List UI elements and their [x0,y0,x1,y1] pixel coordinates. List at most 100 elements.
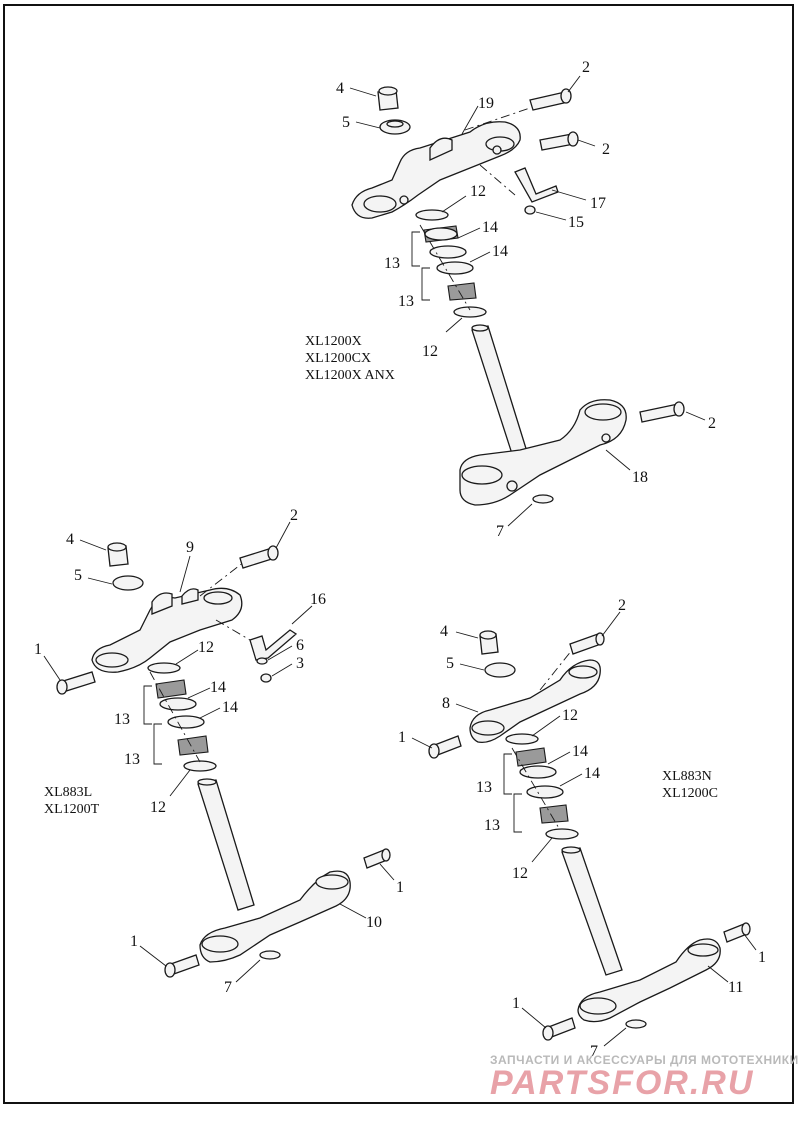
leader-4-left [79,539,107,551]
callout-1-right-lower: 1 [512,995,520,1012]
callout-18: 18 [632,469,648,486]
race-14-lower [436,261,474,275]
leader-12-top-b [445,317,463,333]
assembly-right: 2 4 5 8 12 1 14 13 14 13 12 1 11 1 7 XL8… [398,597,766,1060]
washer-5-left [112,575,144,591]
callout-2-top-c: 2 [708,415,716,432]
callout-17: 17 [590,195,606,212]
leader-2-c [685,411,706,421]
steering-stem-left [197,779,255,911]
upper-clamp9-boss-2 [181,588,199,605]
callout-2-top-b: 2 [602,141,610,158]
screw-2-left-head [267,545,279,561]
leader-14-left-b [199,707,221,719]
screw-1-right-lower-head [542,1025,554,1041]
lower-triple-clamp-10 [199,870,351,963]
callout-7-left: 7 [224,979,232,996]
model-label-right-2: XL1200C [662,786,718,801]
upper-clamp-hole-2 [492,145,502,155]
stem-bolt-4-right-head [479,630,497,640]
leader-14-top-a [457,227,481,239]
leader-5-left [87,577,113,585]
callout-1-right-upper: 1 [398,729,406,746]
leader-15 [535,211,567,221]
leader-1-left-upper [43,655,61,681]
bracket-line-13-a [411,231,420,267]
lower-clamp10-bore-left [201,935,239,953]
model-label-top-2: XL1200CX [305,351,371,366]
seal-12-right-upper [505,733,539,745]
bracket-line-left-13-b [153,723,162,765]
upper-triple-clamp-19 [351,121,521,219]
leader-1-left-lower [139,945,167,967]
callout-13-left-b: 13 [124,751,140,768]
washer-5-hole [386,120,404,128]
upper-clamp8-bore-right [568,665,598,679]
callout-13-right-a: 13 [476,779,492,796]
leader-1-right-right [743,933,757,951]
callout-9: 9 [186,539,194,556]
leader-5-right [459,663,485,671]
leader-6 [267,645,293,661]
callout-16: 16 [310,591,326,608]
steering-stem [471,325,529,461]
upper-clamp-bore-left [363,195,397,213]
washer-6 [256,657,268,665]
upper-clamp9-bore-left [95,652,129,668]
leader-12-right-b [531,837,553,863]
callout-1-left-lower: 1 [130,933,138,950]
seal-12-left-upper [147,662,181,674]
diagram-frame [3,4,794,1104]
screw-2-c-head [673,401,685,417]
leader-7-left [235,959,261,983]
race-14-left-upper [159,697,197,711]
callout-13-top-a: 13 [384,255,400,272]
lower-triple-clamp-11 [577,938,721,1023]
upper-triple-clamp-8 [469,659,601,744]
stem-bolt-4-left-head [107,542,127,552]
leader-3 [271,663,293,677]
callout-1-left-right: 1 [396,879,404,896]
centerline-bracket [479,164,516,196]
callout-2-right: 2 [618,597,626,614]
race-14-left-lower [167,715,205,729]
leader-14-right-a [547,751,571,765]
bearing-13-left-upper [155,679,187,699]
upper-clamp9-boss [151,592,173,615]
upper-clamp-hole [399,195,409,205]
callout-3: 3 [296,655,304,672]
leader-14-right-b [559,773,583,787]
callout-4-top: 4 [336,80,344,97]
stem-bolt-4-head [378,86,398,96]
upper-clamp-boss [429,137,453,162]
leader-17 [551,189,587,201]
centerline-screw-a [464,107,531,131]
callout-1-left-upper: 1 [34,641,42,658]
callout-14-top-b: 14 [492,243,508,260]
model-label-top-1: XL1200X [305,334,362,349]
washer-7-left [259,950,281,960]
upper-clamp8-bore-left [471,720,505,736]
bracket-line-13-b [421,267,430,301]
callout-19: 19 [478,95,494,112]
screw-3 [260,673,272,683]
callout-14-left-a: 14 [210,679,226,696]
bracket-17 [514,167,559,203]
centerline-top [419,224,471,311]
bracket-line-left-13-a [143,685,152,725]
callout-7-top: 7 [496,523,504,540]
callout-5-left: 5 [74,567,82,584]
leader-2-left [275,521,291,549]
leader-2-right [601,611,621,637]
callout-12-right-a: 12 [562,707,578,724]
callout-7-right: 7 [590,1043,598,1060]
centerline-left-screw [199,561,245,597]
bracket-16 [249,629,298,661]
leader-9 [179,555,191,593]
callout-14-right-a: 14 [572,743,588,760]
lower-clamp-hole [506,480,518,492]
lower-clamp11-bore-right [687,943,719,957]
callout-8: 8 [442,695,450,712]
assembly-top: 4 5 19 2 2 12 17 15 14 13 14 13 12 2 18 … [305,59,716,540]
